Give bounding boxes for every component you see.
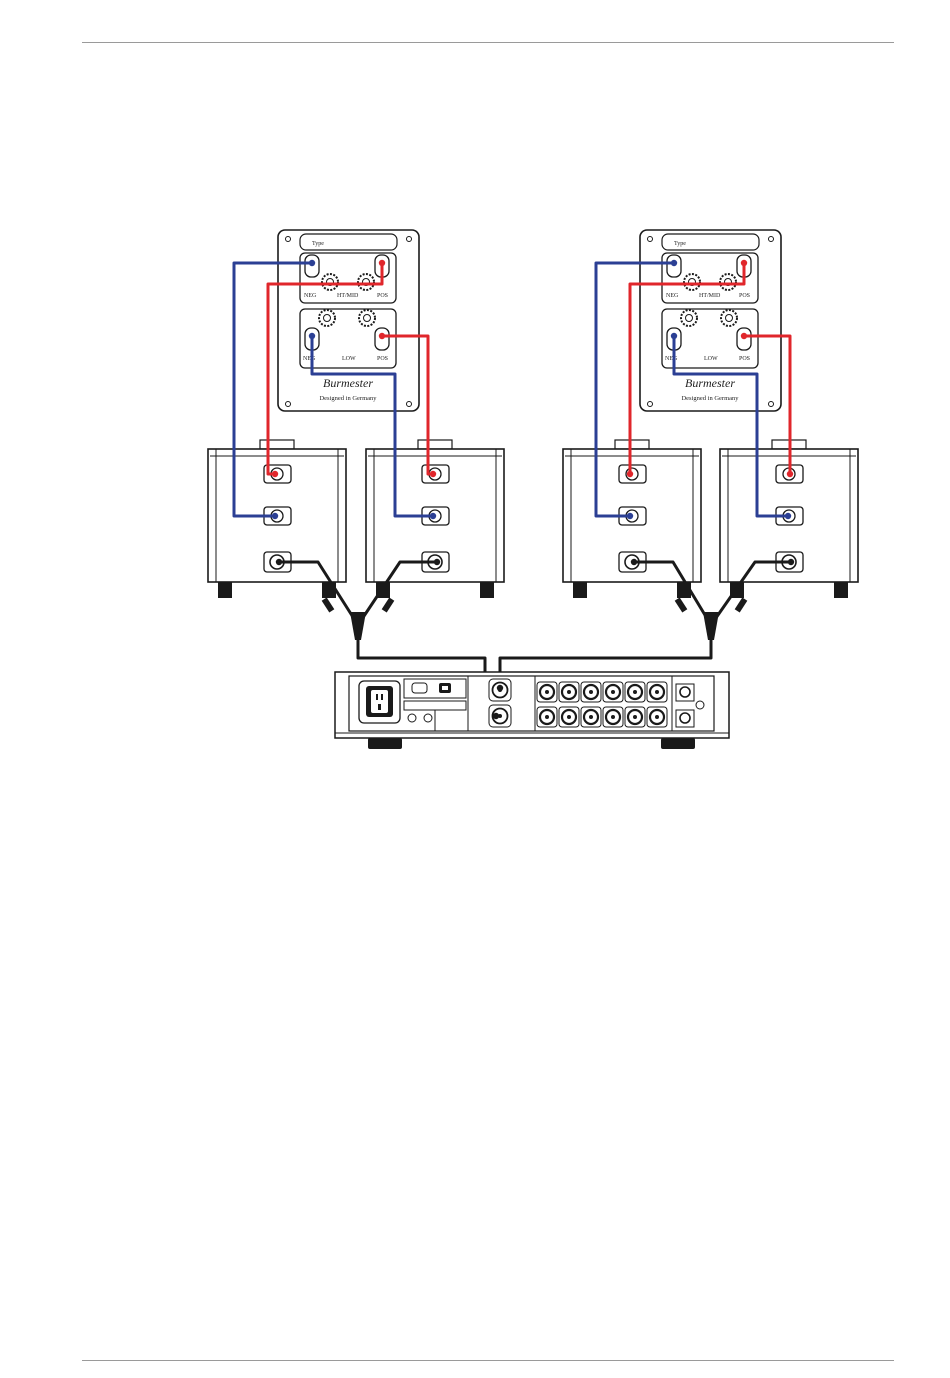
made-in-label: Designed in Germany (681, 395, 739, 402)
speaker-panel-left: Type NEG HT/MID POS NEG LOW POS Burmeste… (278, 230, 419, 411)
ht-mid-label: HT/MID (337, 293, 359, 299)
pos-label: POS (377, 293, 388, 299)
neg-label: NEG (666, 293, 679, 299)
xlr-input (537, 682, 557, 702)
power-amplifier (366, 440, 504, 598)
neg-label: NEG (665, 356, 678, 362)
y-splitters (322, 597, 748, 640)
xlr-input (559, 682, 579, 702)
xlr-input (625, 682, 645, 702)
xlr-input (559, 707, 579, 727)
preamplifier-rear-panel (335, 672, 729, 749)
speaker-panel-right: Type NEG HT/MID POS NEG LOW POS Burmeste… (640, 230, 781, 411)
ht-mid-label: HT/MID (699, 293, 721, 299)
low-label: LOW (704, 356, 718, 362)
neg-label: NEG (304, 293, 317, 299)
xlr-input (647, 682, 667, 702)
xlr-input (537, 707, 557, 727)
pos-label: POS (739, 356, 750, 362)
pos-label: POS (739, 293, 750, 299)
made-in-label: Designed in Germany (319, 395, 377, 402)
brand-logo: Burmester (323, 376, 373, 390)
xlr-input (603, 707, 623, 727)
xlr-input (647, 707, 667, 727)
type-label: Type (674, 241, 686, 247)
xlr-input (625, 707, 645, 727)
power-amplifiers (208, 440, 858, 598)
xlr-input (603, 682, 623, 702)
neg-label: NEG (303, 356, 316, 362)
type-label: Type (312, 241, 324, 247)
pos-label: POS (377, 356, 388, 362)
xlr-input (581, 707, 601, 727)
low-label: LOW (342, 356, 356, 362)
brand-logo: Burmester (685, 376, 735, 390)
xlr-input (581, 682, 601, 702)
